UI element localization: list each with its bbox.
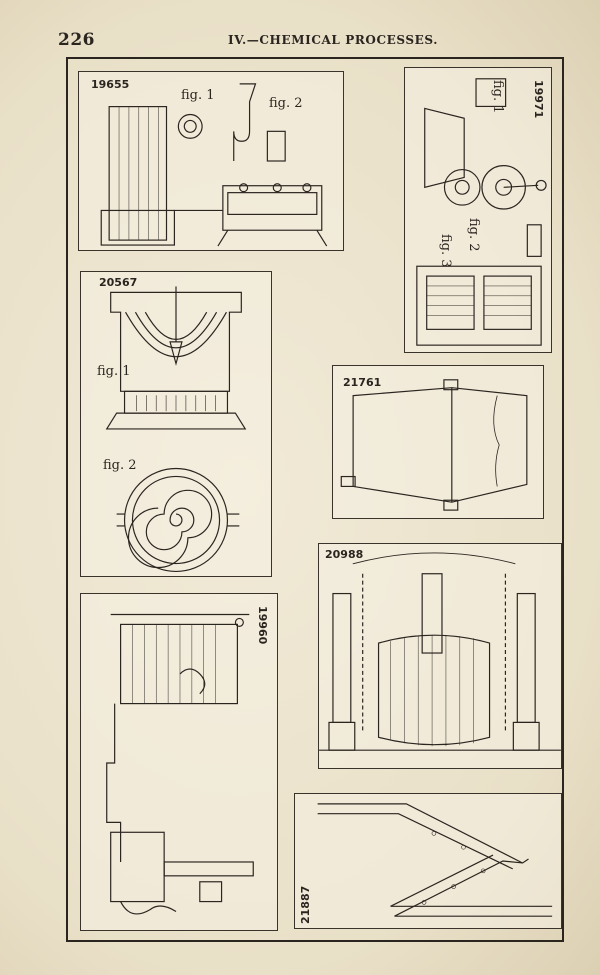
figure-label: fig. 2 [103, 458, 137, 473]
engraving-plate: 19655 fig. 1 fig. 2 [66, 57, 564, 942]
figure-19971: 19971 fig. 1 fig. 2 fig. 3 [404, 67, 552, 353]
tank-drawing [340, 379, 528, 511]
figure-label: fig. 3 [438, 234, 453, 268]
figure-number: 21887 [299, 885, 312, 924]
figure-label: fig. 1 [490, 80, 505, 114]
furnace-boiler-drawing [100, 83, 328, 247]
pan-furnace-drawing [105, 286, 247, 573]
figure-label: fig. 2 [269, 96, 303, 111]
rollers-machine-drawing [416, 78, 547, 346]
figure-number: 20988 [325, 548, 364, 561]
figure-label: fig. 1 [181, 88, 215, 103]
figure-19655: 19655 fig. 1 fig. 2 [78, 71, 344, 251]
figure-number: 19655 [91, 78, 130, 91]
figure-number: 21761 [343, 376, 382, 389]
figure-20988: 20988 [318, 543, 562, 769]
figure-label: fig. 1 [97, 364, 131, 379]
figure-21761: 21761 [332, 365, 544, 519]
hoist-vessel-drawing [319, 552, 561, 751]
flue-channel-drawing [317, 803, 553, 917]
figure-21887: 21887 [294, 793, 562, 929]
figure-number: 20567 [99, 276, 138, 289]
figure-20567: 20567 fig. 1 fig. 2 [80, 271, 272, 577]
figure-label: fig. 2 [466, 218, 481, 252]
page-number: 226 [58, 30, 95, 50]
page-header: 226 IV.—CHEMICAL PROCESSES. [58, 30, 578, 52]
figure-19960: 19960 [80, 593, 278, 931]
still-apparatus-drawing [106, 613, 254, 915]
figure-number: 19971 [532, 80, 545, 119]
figure-number: 19960 [256, 606, 269, 645]
running-head: IV.—CHEMICAL PROCESSES. [228, 33, 438, 47]
